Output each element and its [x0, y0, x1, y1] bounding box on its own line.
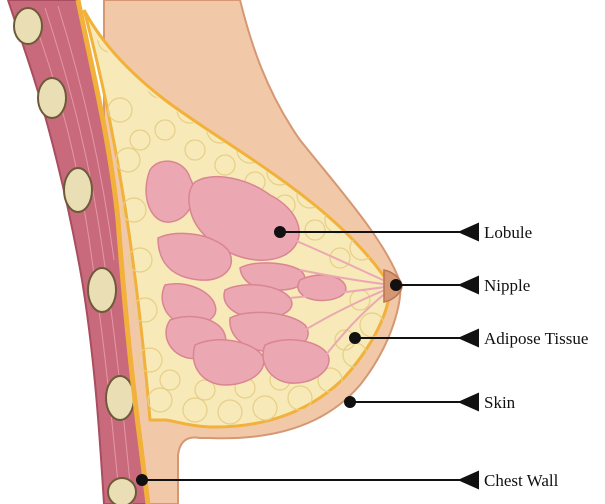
- adipose-arrowhead: [460, 330, 478, 346]
- skin-pointer-dot: [345, 397, 355, 407]
- rib: [64, 168, 92, 212]
- adipose-tissue-label: Adipose Tissue: [484, 329, 588, 348]
- chest-wall-pointer-dot: [137, 475, 147, 485]
- lobule-arrowhead: [460, 224, 478, 240]
- nipple-arrowhead: [460, 277, 478, 293]
- adipose-pointer-dot: [350, 333, 360, 343]
- nipple-label: Nipple: [484, 276, 530, 295]
- skin-label: Skin: [484, 393, 516, 412]
- rib: [38, 78, 66, 118]
- chest-wall-arrowhead: [460, 472, 478, 488]
- rib: [14, 8, 42, 44]
- lobule-pointer-dot: [275, 227, 285, 237]
- nipple-pointer-dot: [391, 280, 401, 290]
- rib: [106, 376, 134, 420]
- skin-arrowhead: [460, 394, 478, 410]
- rib: [88, 268, 116, 312]
- chest-wall-label: Chest Wall: [484, 471, 559, 490]
- lobule: [146, 161, 194, 222]
- lobule-label: Lobule: [484, 223, 532, 242]
- rib: [108, 478, 136, 504]
